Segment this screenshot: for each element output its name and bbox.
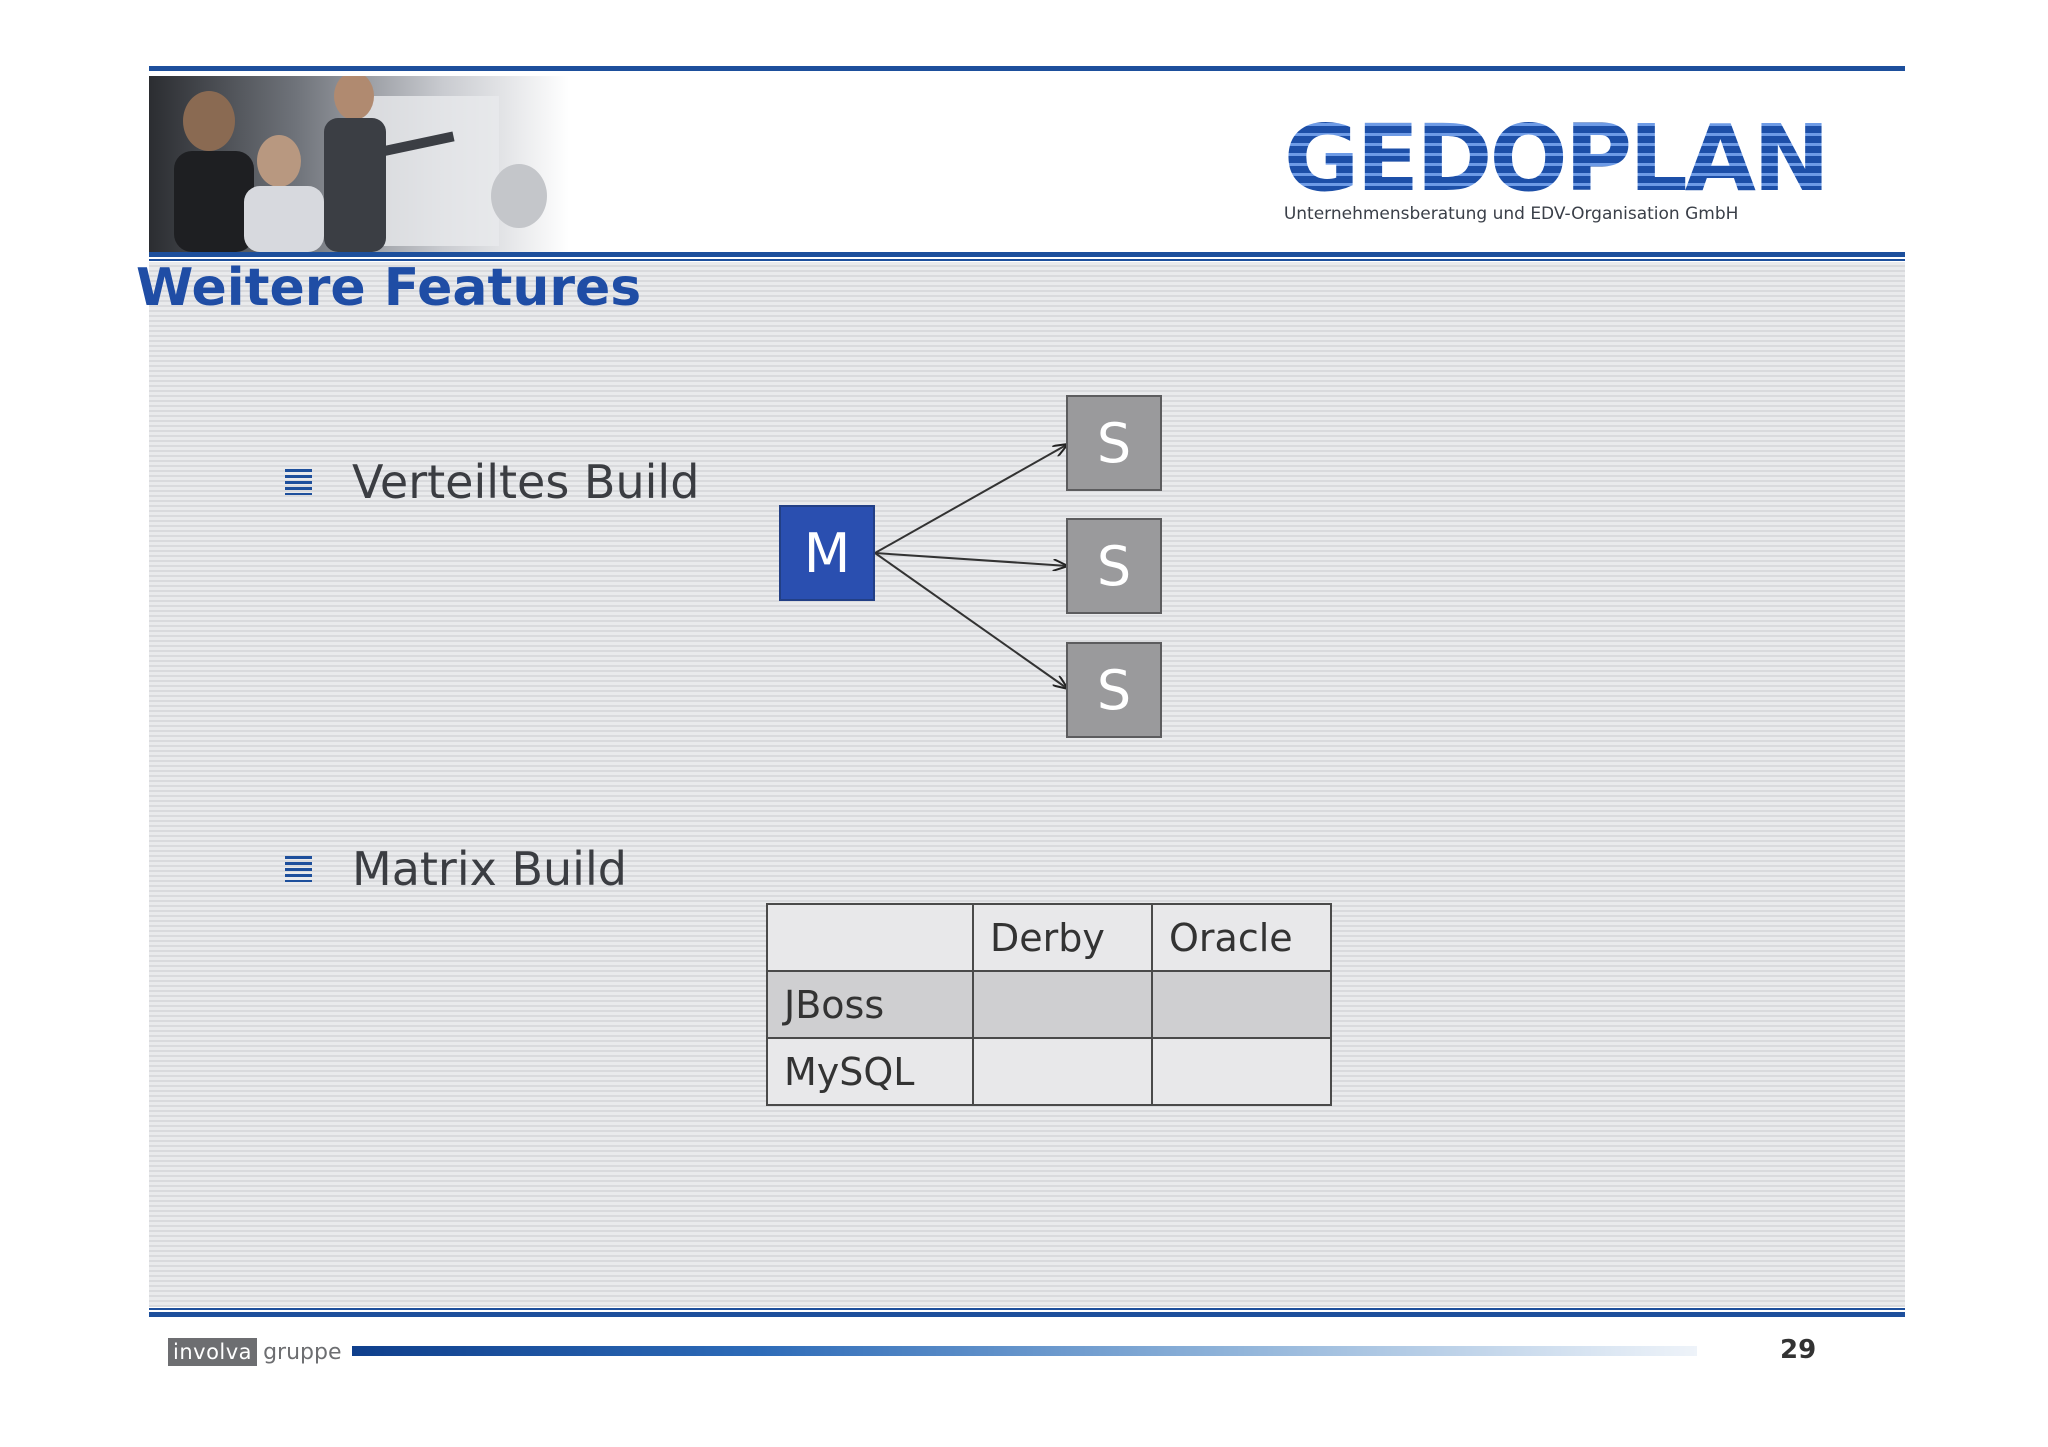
slave-node-1: S bbox=[1066, 395, 1162, 491]
table-row-label: MySQL bbox=[766, 1037, 974, 1106]
table-header-cell: Derby bbox=[972, 903, 1153, 972]
slave-node-2: S bbox=[1066, 518, 1162, 614]
footer-top-rule bbox=[149, 1312, 1905, 1317]
table-row-label: JBoss bbox=[766, 970, 974, 1039]
table-cell bbox=[1151, 1037, 1332, 1106]
logo-subtitle: Unternehmensberatung und EDV-Organisatio… bbox=[1283, 204, 1739, 224]
footer-gradient-bar bbox=[352, 1346, 1697, 1356]
footer-top-thin-rule bbox=[149, 1308, 1905, 1310]
list-bullet-icon bbox=[285, 856, 312, 882]
slide-header: GEDOPLAN Unternehmensberatung und EDV-Or… bbox=[149, 76, 1905, 252]
logo-brand-word: gruppe bbox=[263, 1339, 342, 1365]
bullet-verteiltes-build: Verteiltes Build bbox=[285, 455, 699, 509]
logo-brand-box: involva bbox=[168, 1338, 258, 1366]
header-bottom-thin-rule bbox=[149, 259, 1905, 261]
bullet-label: Matrix Build bbox=[352, 842, 627, 896]
bullet-matrix-build: Matrix Build bbox=[285, 842, 627, 896]
matrix-build-table: Derby Oracle JBoss MySQL bbox=[766, 903, 1332, 1106]
header-bottom-rule bbox=[149, 252, 1905, 257]
slide-title: Weitere Features bbox=[136, 258, 642, 318]
header-photo bbox=[149, 76, 569, 252]
header-top-rule bbox=[149, 66, 1905, 71]
table-cell bbox=[972, 1037, 1153, 1106]
table-row: MySQL bbox=[766, 1037, 1332, 1106]
team-meeting-photo bbox=[149, 76, 569, 252]
table-header-cell: Oracle bbox=[1151, 903, 1332, 972]
table-row: JBoss bbox=[766, 970, 1332, 1039]
gedoplan-logo: GEDOPLAN Unternehmensberatung und EDV-Or… bbox=[1283, 105, 1830, 225]
bullet-label: Verteiltes Build bbox=[352, 455, 700, 509]
master-node: M bbox=[779, 505, 875, 601]
table-header-cell bbox=[766, 903, 974, 972]
page-number: 29 bbox=[1780, 1335, 1817, 1365]
table-cell bbox=[972, 970, 1153, 1039]
list-bullet-icon bbox=[285, 469, 312, 495]
table-header-row: Derby Oracle bbox=[766, 903, 1332, 972]
slide-body bbox=[149, 262, 1905, 1307]
involva-gruppe-logo: involva gruppe bbox=[168, 1335, 341, 1369]
table-cell bbox=[1151, 970, 1332, 1039]
logo-wordmark: GEDOPLAN bbox=[1283, 105, 1830, 212]
slave-node-3: S bbox=[1066, 642, 1162, 738]
slide: GEDOPLAN Unternehmensberatung und EDV-Or… bbox=[149, 66, 1905, 1322]
